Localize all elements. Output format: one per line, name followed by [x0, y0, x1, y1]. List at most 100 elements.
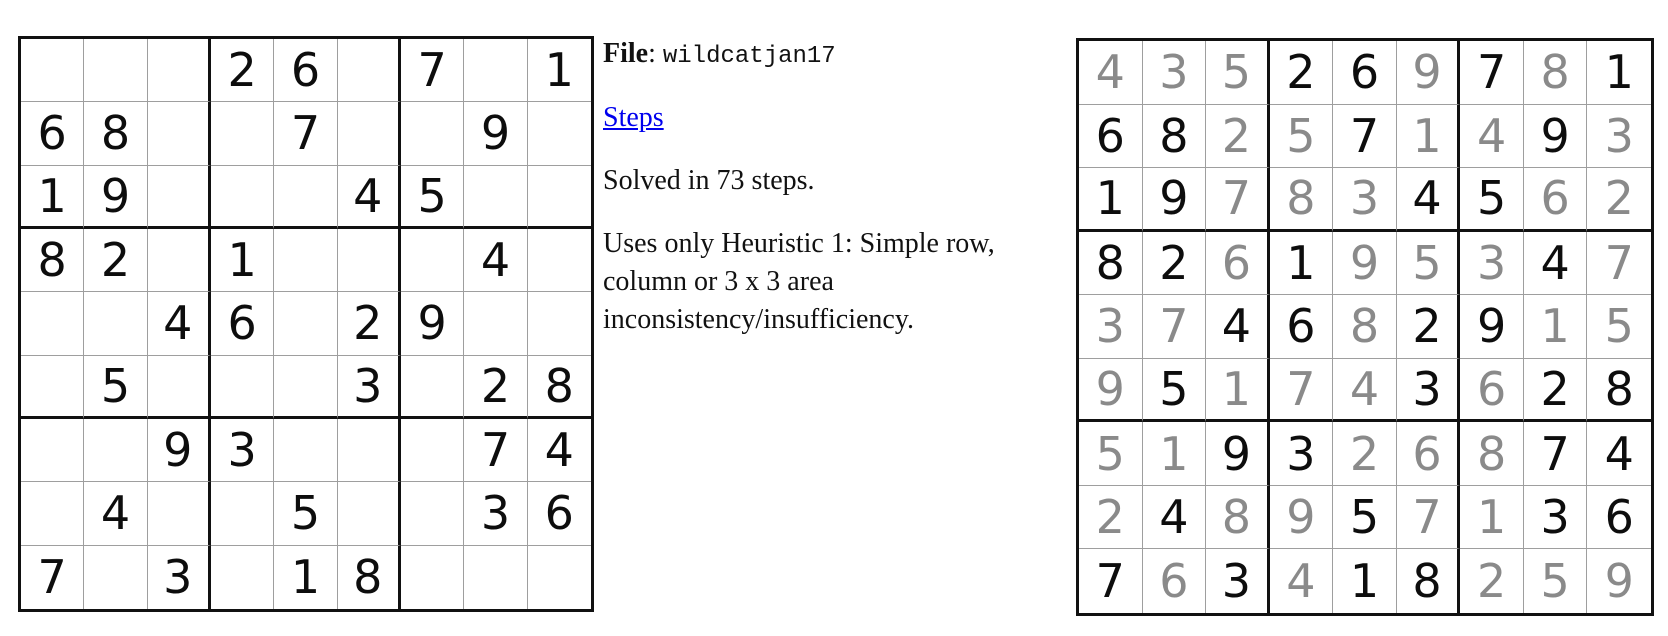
solution-cell: 2	[1587, 168, 1651, 232]
file-line: File: wildcatjan17	[603, 38, 836, 70]
solution-cell: 2	[1142, 231, 1207, 296]
puzzle-cell	[84, 39, 148, 103]
puzzle-cell	[210, 482, 275, 546]
solution-cell: 2	[1396, 295, 1461, 359]
puzzle-cell	[210, 102, 275, 166]
solution-cell: 7	[1396, 485, 1461, 550]
solution-cell: 3	[1523, 485, 1588, 550]
puzzle-cell	[274, 355, 338, 419]
solution-cell: 2	[1269, 41, 1334, 105]
solution-cell: 1	[1079, 168, 1143, 232]
solution-cell: 2	[1333, 422, 1397, 486]
solution-cell: 9	[1396, 41, 1461, 105]
puzzle-cell: 9	[84, 165, 148, 229]
puzzle-cell	[147, 102, 211, 166]
puzzle-cell: 5	[274, 482, 338, 546]
puzzle-cell	[527, 166, 591, 229]
puzzle-cell: 4	[84, 482, 148, 546]
solution-cell: 9	[1269, 485, 1334, 550]
puzzle-cell: 7	[464, 418, 528, 483]
puzzle-cell: 1	[274, 545, 338, 609]
puzzle-cell	[84, 418, 148, 483]
puzzle-cell: 7	[274, 102, 338, 166]
puzzle-cell	[337, 39, 401, 103]
solution-cell: 8	[1523, 41, 1588, 105]
puzzle-cell: 1	[21, 165, 85, 229]
solution-cell: 7	[1587, 232, 1651, 296]
solution-cell: 4	[1460, 104, 1524, 169]
puzzle-cell: 4	[527, 419, 591, 483]
solution-cell: 7	[1206, 168, 1270, 232]
puzzle-cell	[21, 418, 85, 483]
puzzle-cell: 6	[274, 39, 338, 103]
puzzle-cell	[401, 545, 465, 609]
puzzle-cell	[147, 482, 211, 546]
puzzle-cell: 9	[147, 418, 211, 483]
solution-cell: 1	[1460, 485, 1524, 550]
puzzle-cell: 9	[464, 102, 528, 166]
puzzle-cell	[274, 165, 338, 229]
solution-cell: 2	[1523, 358, 1588, 423]
puzzle-cell	[527, 292, 591, 356]
puzzle-cell	[527, 229, 591, 293]
solution-cell: 6	[1143, 549, 1207, 613]
solution-cell: 2	[1206, 104, 1270, 169]
solution-cell: 5	[1269, 104, 1334, 169]
solution-cell: 1	[1523, 295, 1588, 359]
solution-cell: 4	[1142, 485, 1207, 550]
file-label: File	[603, 38, 649, 69]
puzzle-cell	[527, 102, 591, 166]
solution-cell: 7	[1523, 422, 1588, 486]
solution-cell: 5	[1079, 422, 1143, 486]
solution-cell: 8	[1460, 422, 1524, 486]
puzzle-cell	[400, 228, 465, 293]
puzzle-cell	[400, 482, 465, 546]
solution-cell: 1	[1206, 358, 1270, 423]
steps-link[interactable]: Steps	[603, 102, 664, 133]
solution-cell: 9	[1333, 231, 1397, 296]
solution-cell: 7	[1079, 549, 1143, 613]
puzzle-cell	[147, 165, 211, 229]
solution-cell: 5	[1460, 168, 1524, 232]
solution-cell: 8	[1397, 549, 1461, 613]
solution-cell: 5	[1396, 231, 1461, 296]
solution-cell: 6	[1079, 104, 1143, 169]
solution-cell: 9	[1079, 358, 1143, 423]
puzzle-cell: 3	[148, 545, 211, 609]
puzzle-cell: 4	[337, 165, 401, 229]
puzzle-cell	[464, 292, 528, 356]
puzzle-cell: 7	[21, 545, 85, 609]
puzzle-cell	[147, 228, 211, 293]
solution-cell: 6	[1206, 231, 1270, 296]
puzzle-cell: 6	[527, 482, 591, 546]
solution-cell: 3	[1206, 549, 1270, 613]
puzzle-cell: 5	[400, 165, 465, 229]
puzzle-cell	[337, 418, 401, 483]
puzzle-cell	[21, 482, 85, 546]
puzzle-cell	[337, 482, 401, 546]
puzzle-cell	[147, 355, 211, 419]
puzzle-cell: 8	[338, 545, 401, 609]
solution-cell: 2	[1460, 549, 1524, 613]
solution-cell: 5	[1206, 41, 1270, 105]
solution-cell: 9	[1460, 295, 1524, 359]
solution-cell: 1	[1269, 231, 1334, 296]
file-name: wildcatjan17	[662, 43, 836, 70]
puzzle-cell: 2	[84, 228, 148, 293]
puzzle-cell: 8	[527, 356, 591, 419]
solution-cell: 3	[1587, 105, 1651, 169]
solution-cell: 4	[1523, 231, 1588, 296]
puzzle-cell: 7	[400, 39, 465, 103]
solution-cell: 6	[1333, 41, 1397, 105]
puzzle-cell: 2	[210, 39, 275, 103]
solution-cell: 3	[1079, 295, 1143, 359]
solution-cell: 4	[1587, 422, 1651, 486]
solved-text: Solved in 73 steps.	[603, 165, 815, 196]
solution-cell: 1	[1142, 422, 1207, 486]
solution-cell: 1	[1396, 104, 1461, 169]
puzzle-cell: 3	[464, 482, 528, 546]
puzzle-cell	[21, 355, 85, 419]
solution-cell: 6	[1269, 295, 1334, 359]
puzzle-cell	[337, 228, 401, 293]
